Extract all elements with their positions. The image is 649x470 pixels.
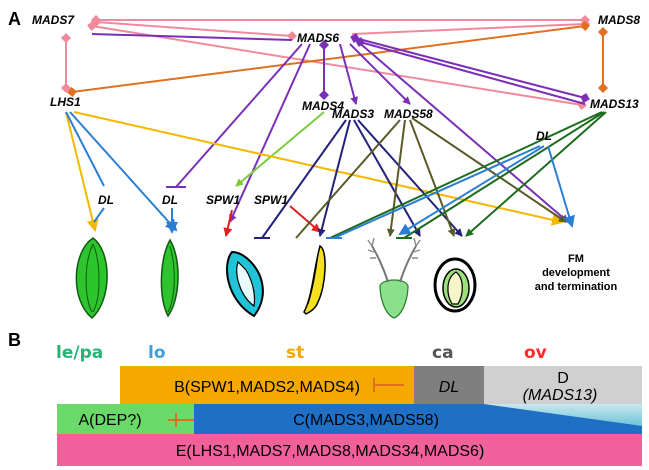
edge-dl-lemma (93, 207, 105, 223)
edge-lhs1-fm (73, 111, 564, 226)
carpel-icon (367, 237, 421, 319)
edge-mads13-stamen (329, 111, 603, 239)
mads13-green-edges (329, 111, 607, 239)
model-box-b (120, 366, 414, 404)
edge-mads6-fm (355, 39, 569, 223)
whorl-label-ov: ov (524, 343, 547, 363)
gene-spw1-b: SPW1 (254, 193, 288, 207)
mads3-navy-edges (261, 119, 463, 239)
edge-mads3-stamen-cross (261, 119, 347, 239)
gene-mads4: MADS4 (302, 99, 344, 113)
gene-mads13: MADS13 (590, 97, 639, 111)
edge-dl-fm (547, 145, 575, 228)
model-box-a-label: A(DEP?) (78, 412, 141, 429)
edge-lhs1-dl (65, 111, 105, 187)
gene-mads8: MADS8 (598, 13, 640, 27)
gene-dl-lodicule: DL (162, 193, 178, 207)
edge-mads7-mads6 (91, 17, 297, 41)
edge-mads13-carpel (403, 111, 605, 239)
c-d-overlap-wedge (484, 404, 642, 426)
model-box-d (484, 366, 642, 404)
lodicule-icon (160, 238, 179, 318)
model-box-e (57, 434, 642, 466)
panel-label-b: B (8, 330, 21, 350)
fm-label-line2: development (542, 267, 610, 279)
edge-mads3-carpel (353, 119, 421, 237)
edge-mads6-mads13 (350, 33, 590, 103)
model-box-b-label: B(SPW1,MADS2,MADS4) (174, 379, 360, 396)
edge-lhs1-lodicule (69, 111, 178, 232)
stamen-icon (303, 244, 326, 315)
edge-dl-carpel (398, 145, 545, 236)
lemma-palea-icon (75, 237, 108, 319)
gene-lhs1: LHS1 (50, 95, 81, 109)
edge-mads13-ovule (465, 111, 607, 237)
lhs1-blue-edges (65, 111, 178, 232)
whorl-label-le-pa: le/pa (56, 343, 103, 363)
gene-dl-lemma: DL (98, 193, 114, 207)
model-box-dl (414, 366, 484, 404)
lhs1-yellow-edges (65, 111, 564, 232)
edge-mads13-mads6 (355, 37, 586, 105)
purple-mads6-edges (91, 33, 590, 223)
model-box-d-line1: D (557, 370, 569, 387)
gene-mads7: MADS7 (32, 13, 75, 27)
model-box-e-label: E(LHS1,MADS7,MADS8,MADS34,MADS6) (176, 443, 485, 460)
edge-mads58-carpel (386, 119, 406, 237)
model-box-dl-label: DL (439, 379, 459, 396)
edge-mads6-mads8 (351, 19, 590, 35)
gene-spw1-a: SPW1 (206, 193, 240, 207)
mads58-olive-edges (295, 117, 567, 239)
edge-mads58-fm (411, 117, 567, 223)
gene-mads3: MADS3 (332, 107, 374, 121)
gene-mads58: MADS58 (384, 107, 433, 121)
whorl-label-lo: lo (148, 343, 166, 363)
model-box-c-label: C(MADS3,MADS58) (293, 412, 439, 429)
edge-mads6-spw1 (229, 43, 311, 223)
gene-mads6: MADS6 (297, 31, 339, 45)
edge-mads3-ovule (357, 119, 463, 237)
fm-label-line1: FM (568, 253, 584, 265)
edge-mads6-mads7-side (91, 33, 293, 41)
edge-mads6-mads58 (349, 43, 411, 105)
panel-label-a: A (8, 9, 21, 29)
edge-mads58-stamen-cross (295, 119, 401, 239)
edge-mads6-mads3 (339, 43, 359, 105)
edge-mads58-ovule (409, 119, 456, 237)
edge-spw1-stamen-a (223, 209, 233, 237)
edge-mads3-stamen (317, 119, 351, 237)
stamen-cross-section-icon (226, 250, 264, 318)
fm-label-line3: and termination (535, 281, 618, 293)
gene-dl-top: DL (536, 129, 552, 143)
edge-dl-stamen (333, 145, 541, 239)
edge-lhs1-lemma (65, 111, 99, 232)
edge-spw1-stamen-b (289, 205, 321, 233)
model-box-d-line2: (MADS13) (523, 387, 598, 404)
edge-mads6-lodicule-dl (175, 43, 303, 188)
whorl-label-ca: ca (432, 343, 454, 363)
edge-mads4-spw1 (235, 111, 325, 187)
ovule-icon (433, 257, 477, 313)
whorl-label-st: st (286, 343, 304, 363)
dl-top-blue-edges (333, 145, 575, 239)
